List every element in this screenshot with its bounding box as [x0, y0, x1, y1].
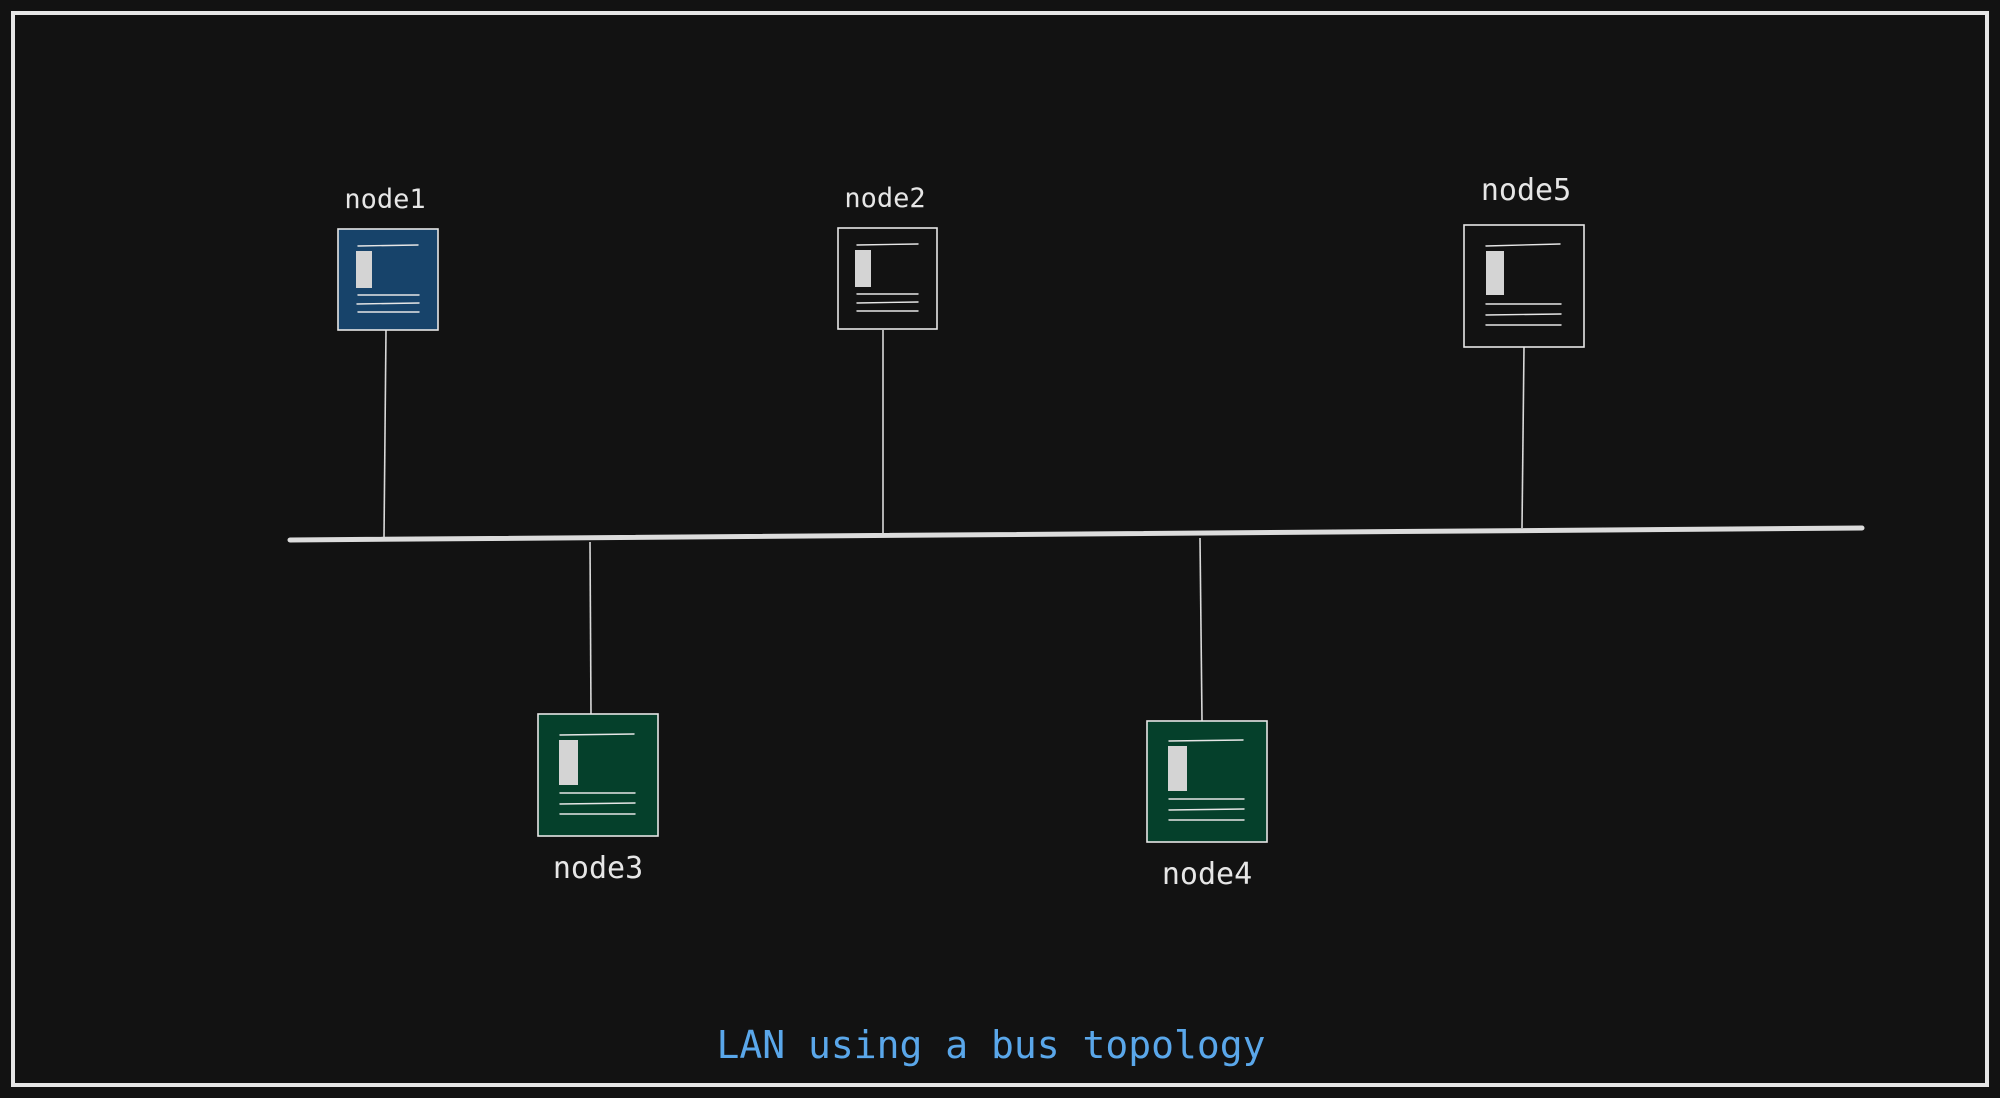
outer-frame [11, 11, 1989, 1087]
document-icon [356, 244, 420, 313]
node1-box [337, 228, 439, 331]
diagram-caption: LAN using a bus topology [716, 1023, 1265, 1067]
node4-label: node4 [1162, 857, 1252, 892]
node3-box [537, 713, 659, 837]
node1[interactable] [337, 228, 439, 331]
node5-label: node5 [1481, 173, 1571, 208]
node3[interactable] [537, 713, 659, 837]
node3-label: node3 [553, 851, 643, 886]
document-icon [559, 733, 636, 815]
bus-backbone [287, 525, 1865, 543]
node5[interactable] [1463, 224, 1585, 348]
node2[interactable] [837, 227, 938, 330]
document-icon [1485, 243, 1562, 326]
wire-node3 [589, 541, 592, 715]
document-icon [1168, 739, 1245, 821]
node2-label: node2 [844, 183, 925, 214]
wire-node4 [1199, 537, 1203, 722]
node1-label: node1 [344, 184, 425, 215]
node4-box [1146, 720, 1268, 843]
wire-node1 [383, 329, 387, 538]
node2-box [837, 227, 938, 330]
node5-box [1463, 224, 1585, 348]
document-icon [855, 243, 919, 312]
node4[interactable] [1146, 720, 1268, 843]
wire-node5 [1521, 346, 1525, 529]
